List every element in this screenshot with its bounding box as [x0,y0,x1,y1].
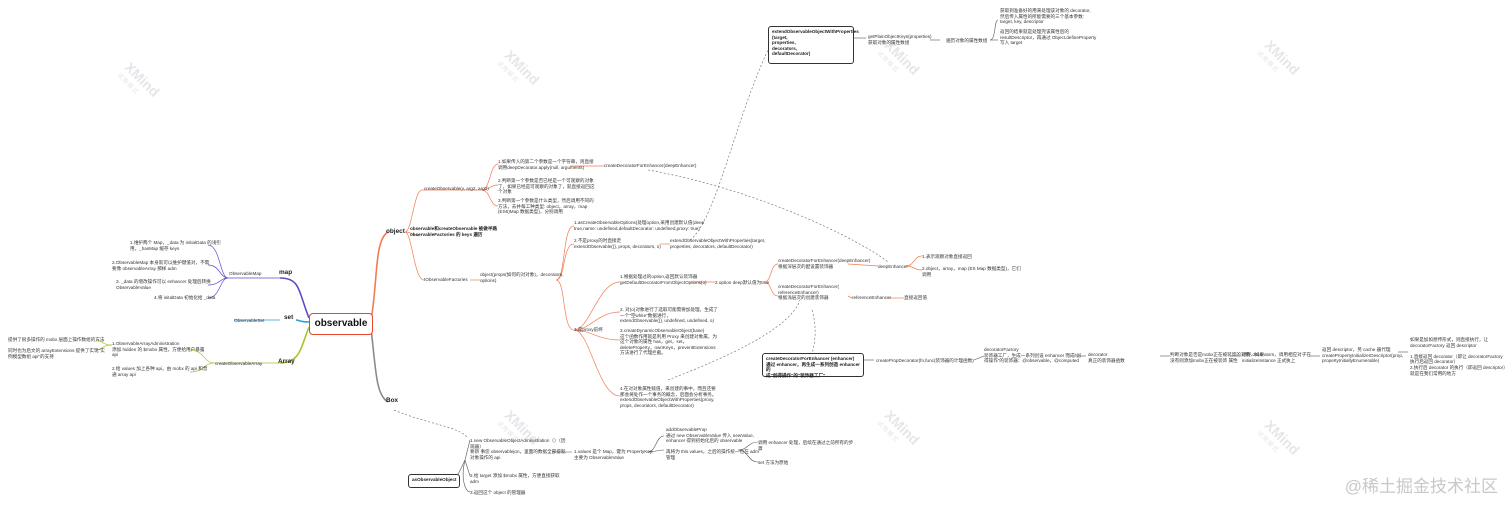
create-step: 2.判断第一个参数是否已经是一个可观察的对象 了，如果已经是可观察的对象了，就直… [498,178,595,195]
map-item: 2.ObservableMap 本身就可以维护键值对，不需 要像 observa… [112,260,210,271]
map-item: 1.维护两个 Map，_data 为 initialData 的浅引 用，_ha… [130,240,221,251]
extend-observable-node[interactable]: extendObservableObjectWithProperties(tar… [670,238,766,249]
plain-object-keys-node[interactable]: getPlainObjectKeys(properties) 获取对象的属性数组 [868,34,932,45]
as-observable-step: 2.给 target 添加 $mobx 属性，方便直接获取 adm [470,473,560,484]
as-observable-object-box[interactable]: asObservableObject [408,474,460,488]
proxy-step: 3.createDynamicObservableObject(base) 这个… [620,328,717,356]
branch-box[interactable]: Box [386,397,399,404]
prop-decorator-node[interactable]: createPropDecorator(fn,func(装饰器的计理函数) [876,358,974,363]
array-item: 1.ObservableArrayAdministration 添加 hidde… [112,341,205,358]
create-step: 3.判断第一个参数是什么类型，然后调用不同的 方法，去并每工种类型: objec… [498,198,594,215]
branch-map[interactable]: map [279,269,293,276]
create-observable-node[interactable]: createObservable(v, arg2, arg3) [424,186,489,191]
branch-set[interactable]: set [284,314,294,321]
create-observable-array-node[interactable]: createObservableArray [215,361,263,366]
set-method-note: set 方法为原始 [758,460,789,465]
iterate-note: 获取到准备好的用来处理该对象的 decorator, 然后传入属性的所能需要的三… [1000,8,1091,25]
branch-array[interactable]: Array [278,358,295,365]
observable-assign-node[interactable]: observable和createObservable 被做半路 observa… [410,226,498,237]
proxy-step: 2. 对(o)对象进行了选取可能需要加处理，生成了 一个"空white"数据进行… [620,307,719,324]
decorator-for-enhancer-node[interactable]: createDecoratorForEnhancer(deepEnhancer) [604,163,697,168]
proxy-step: 1.根据处理过的option,返回默认装饰器 getDefaultDecorat… [620,274,707,285]
footer-watermark: @稀土掘金技术社区 [1344,477,1498,496]
array-item: 2.给 values 加上各种 api，由 mobx 的 api 和普 通 ar… [112,366,208,377]
ref-decorator-node[interactable]: createDecoratorForEnhancer( referenceEnh… [778,284,840,301]
observable-factories-node[interactable]: IObservableFactories [424,277,468,282]
option-deep-node[interactable]: 2.option deep默认值为true [715,280,770,285]
create-decorator-box[interactable]: createDecoratorForEnhancer (enhancer) 通过… [762,353,864,378]
map-item: 4.将 initalData 初始化给 _data [154,295,216,300]
deep-enhancer-item: 2.object，array，map (ES Map 数据类型)，它们 调用 [922,266,1021,277]
values-again-note: 再将为 this.values，之后的操作统一也在 adm 管理 [666,449,759,460]
decorator-node[interactable]: decorator 真正的装饰器函数 [1088,352,1125,363]
root-topic[interactable]: observable [309,313,373,335]
decorator-check-note: 判断对象是否是mobx正在被装饰的对象，如果 没有则添加mobx正在被装饰 属性 [1170,352,1264,363]
as-observable-step: 3.返回这个 object 的管理器 [470,490,526,495]
observable-set-node[interactable]: ObservableSet [234,318,265,323]
as-observable-step: 1.new ObservableObjectAdministration（）（因… [470,438,566,460]
decorator-init-note: 储存 decorators，调用相应对子在 initializeInstance… [1242,352,1311,363]
values-map-node[interactable]: 1.values 是个 Map，键为 PropertyKey, 主要为 Obse… [574,449,654,460]
enhancer-note: 调用 enhancer 处理，后续在通过之前所有的步 骤 [758,440,854,451]
extend-properties-box[interactable]: extendObservableObjectWithProperties (ta… [768,26,859,64]
add-observable-prop-node[interactable]: addObservableProp 通过 new ObservableValue… [666,427,754,444]
observable-map-node[interactable]: ObservableMap [229,271,262,276]
map-item: 3. _data 的增改操作可以 enhancer 处理后转换 Observab… [116,279,211,290]
branch-object[interactable]: object [386,228,405,235]
ref-enhancer-node[interactable]: referenceEnhancer [852,295,892,300]
deep-enhancer-item: 1.表示观察对象直接返回 [922,254,972,259]
iterate-keys-node[interactable]: 遍历对象的属性数组 [946,38,988,43]
decorator-return-note: 返回 descriptor，另 cache 器代理 createProperty… [1322,347,1404,364]
proxy-step: 4.在对对象属性赋值，来创建的事中，而且还要 那会将处作一个事务的概念，后面会分… [620,386,717,408]
ref-enhancer-note: 直接返回值 [904,295,927,300]
array-sub: 提供了很多操作的 mobx 层面上操作数组的方法 [8,337,105,342]
factory-step: 1.asCreateObservableOptions(处理option,采用创… [574,220,705,231]
iterate-note: 返回的结果就是处理完该属性后的 resultDescriptor，再通过 Obj… [1000,29,1097,46]
array-sub: 同时也为后文的 arrayExtensions 提供了实现"实 例模型数组 ap… [8,348,105,359]
deep-enhancer-node[interactable]: deepEnhancer [878,264,908,269]
decorator-factory-node[interactable]: decoratorFactory 装饰器工厂，生成一系列创设 enhancer … [984,347,1081,364]
factory-object-node[interactable]: object(props(如何的对对象)，decorators, options… [480,272,564,283]
factory-step: 2.不是proxy的时直接走 extendObservable({}, prop… [574,238,661,249]
factory-step: 3.是proxy前终 [574,327,603,332]
decorator-final-note: 如果是加如想传形式，则直接执行，让 decoratorFactory 返回 de… [1410,337,1508,376]
create-step: 1.如果传入的第二个参数是一个字符串，则直接 调用deepDecorator.a… [498,159,594,170]
deep-decorator-node[interactable]: createDecoratorForEnhancer(deepEnhancer)… [778,258,871,269]
